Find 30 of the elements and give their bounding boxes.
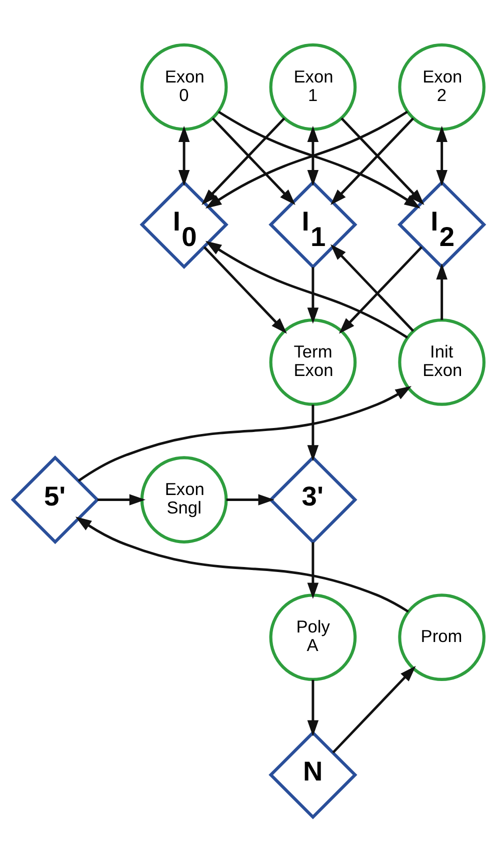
arrow [436,126,448,186]
arrow [307,267,319,324]
arrow [307,680,319,736]
arrow [212,117,296,206]
node-circle: Exon 1 [269,43,357,131]
arrow [307,126,319,186]
arrow [332,666,416,754]
node-circle: Exon Sngl [140,456,228,544]
node-diamond: 3' [268,455,358,544]
arrow [226,494,274,506]
arrow [340,117,424,206]
arrow [330,244,414,332]
node-diamond: 5' [10,455,100,544]
arrow [330,117,414,206]
node-circle: Poly A [269,594,357,682]
arrow [203,246,287,334]
node-diamond: N [268,730,358,820]
arrow [307,542,319,599]
arrow [202,117,286,206]
node-circle: Exon 2 [398,43,486,131]
arrow [75,516,409,613]
arrow [338,246,423,334]
arrow [178,126,190,186]
arrow [436,263,448,320]
node-circle: Init Exon [398,318,486,406]
arrow [307,404,319,462]
arrow [97,494,146,506]
arrow [78,386,412,482]
node-circle: Exon 0 [140,43,228,131]
arrow [205,240,408,339]
